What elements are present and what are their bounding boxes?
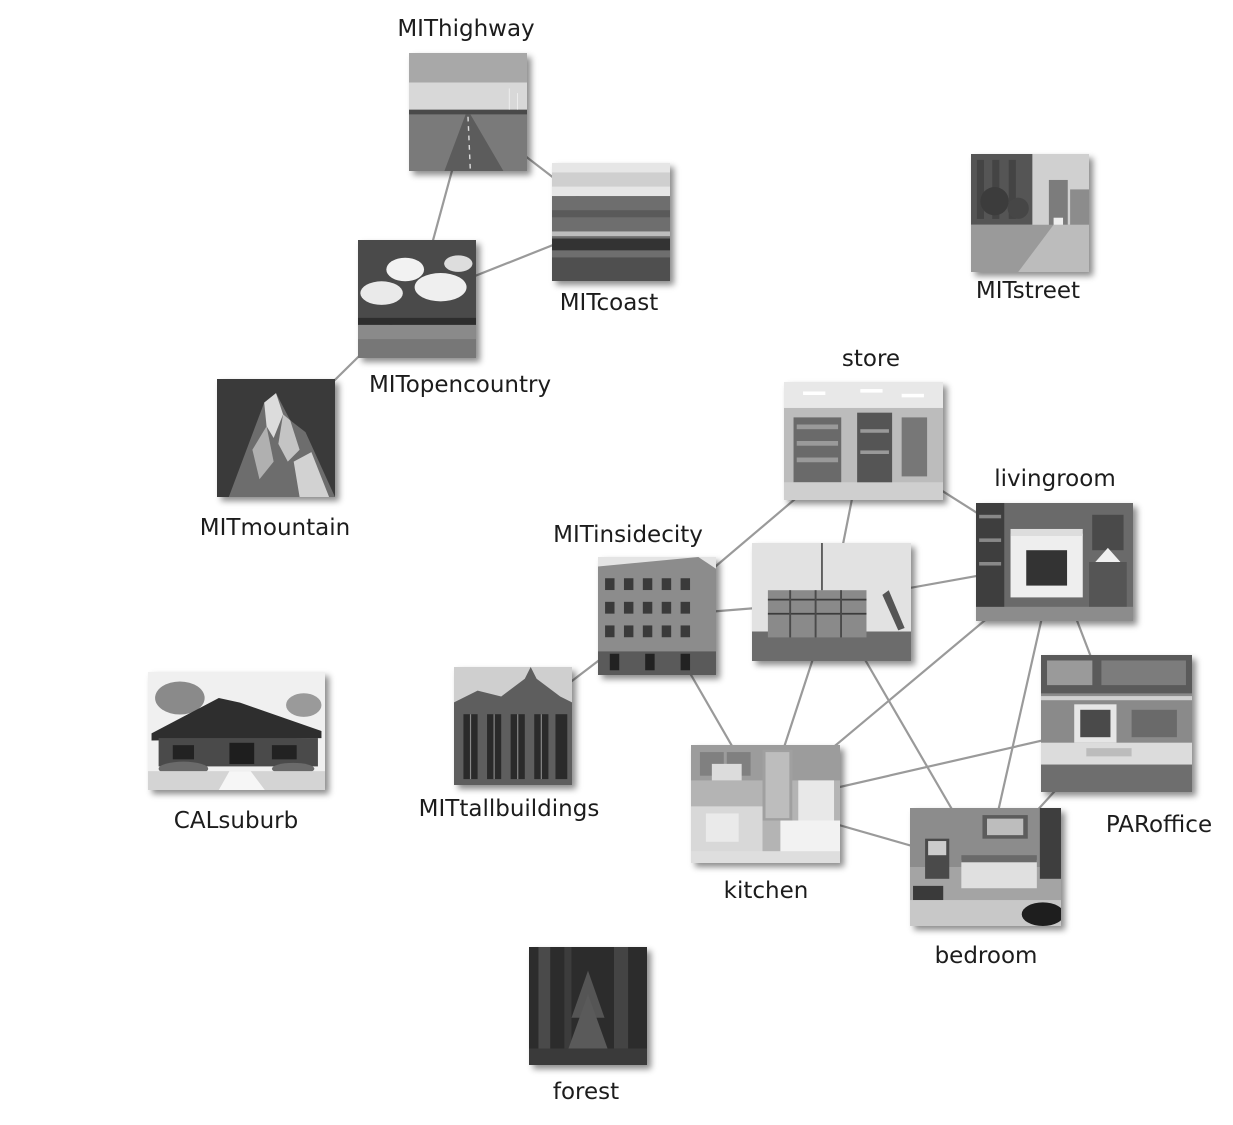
thumbnail-kitchen[interactable]	[691, 745, 840, 863]
node-label-mittallbuildings: MITtallbuildings	[418, 796, 600, 822]
thumbnail-mitinsidecity[interactable]	[598, 557, 716, 675]
node-label-mitopencountry: MITopencountry	[368, 372, 552, 398]
node-label-mitcoast: MITcoast	[559, 290, 659, 316]
thumbnail-livingroom[interactable]	[976, 503, 1133, 621]
thumbnail-forest[interactable]	[529, 947, 647, 1065]
thumbnail-mitcoast[interactable]	[552, 163, 670, 281]
thumbnail-mitopencountry[interactable]	[358, 240, 476, 358]
node-label-livingroom: livingroom	[994, 466, 1116, 492]
thumbnail-mithighway[interactable]	[409, 53, 527, 171]
node-label-mithighway: MIThighway	[397, 16, 535, 42]
node-label-mitmountain: MITmountain	[199, 515, 351, 541]
node-label-forest: forest	[552, 1079, 620, 1105]
thumbnail-mitstreet[interactable]	[971, 154, 1089, 272]
node-label-mitinsidecity: MITinsidecity	[553, 522, 703, 548]
thumbnail-store[interactable]	[784, 382, 943, 500]
thumbnail-mitmountain[interactable]	[217, 379, 335, 497]
thumbnail-bedroom[interactable]	[910, 808, 1061, 926]
thumbnail-paroffice[interactable]	[1041, 655, 1192, 792]
node-label-kitchen: kitchen	[723, 878, 809, 904]
node-label-paroffice: PARoffice	[1105, 812, 1213, 838]
node-label-calsuburb: CALsuburb	[173, 808, 299, 834]
node-label-store: store	[841, 346, 901, 372]
node-label-mitstreet: MITstreet	[975, 278, 1081, 304]
thumbnail-calsuburb[interactable]	[148, 672, 325, 790]
node-label-bedroom: bedroom	[934, 943, 1038, 969]
thumbnail-construction[interactable]	[752, 543, 911, 661]
thumbnail-mittallbuildings[interactable]	[454, 667, 572, 785]
